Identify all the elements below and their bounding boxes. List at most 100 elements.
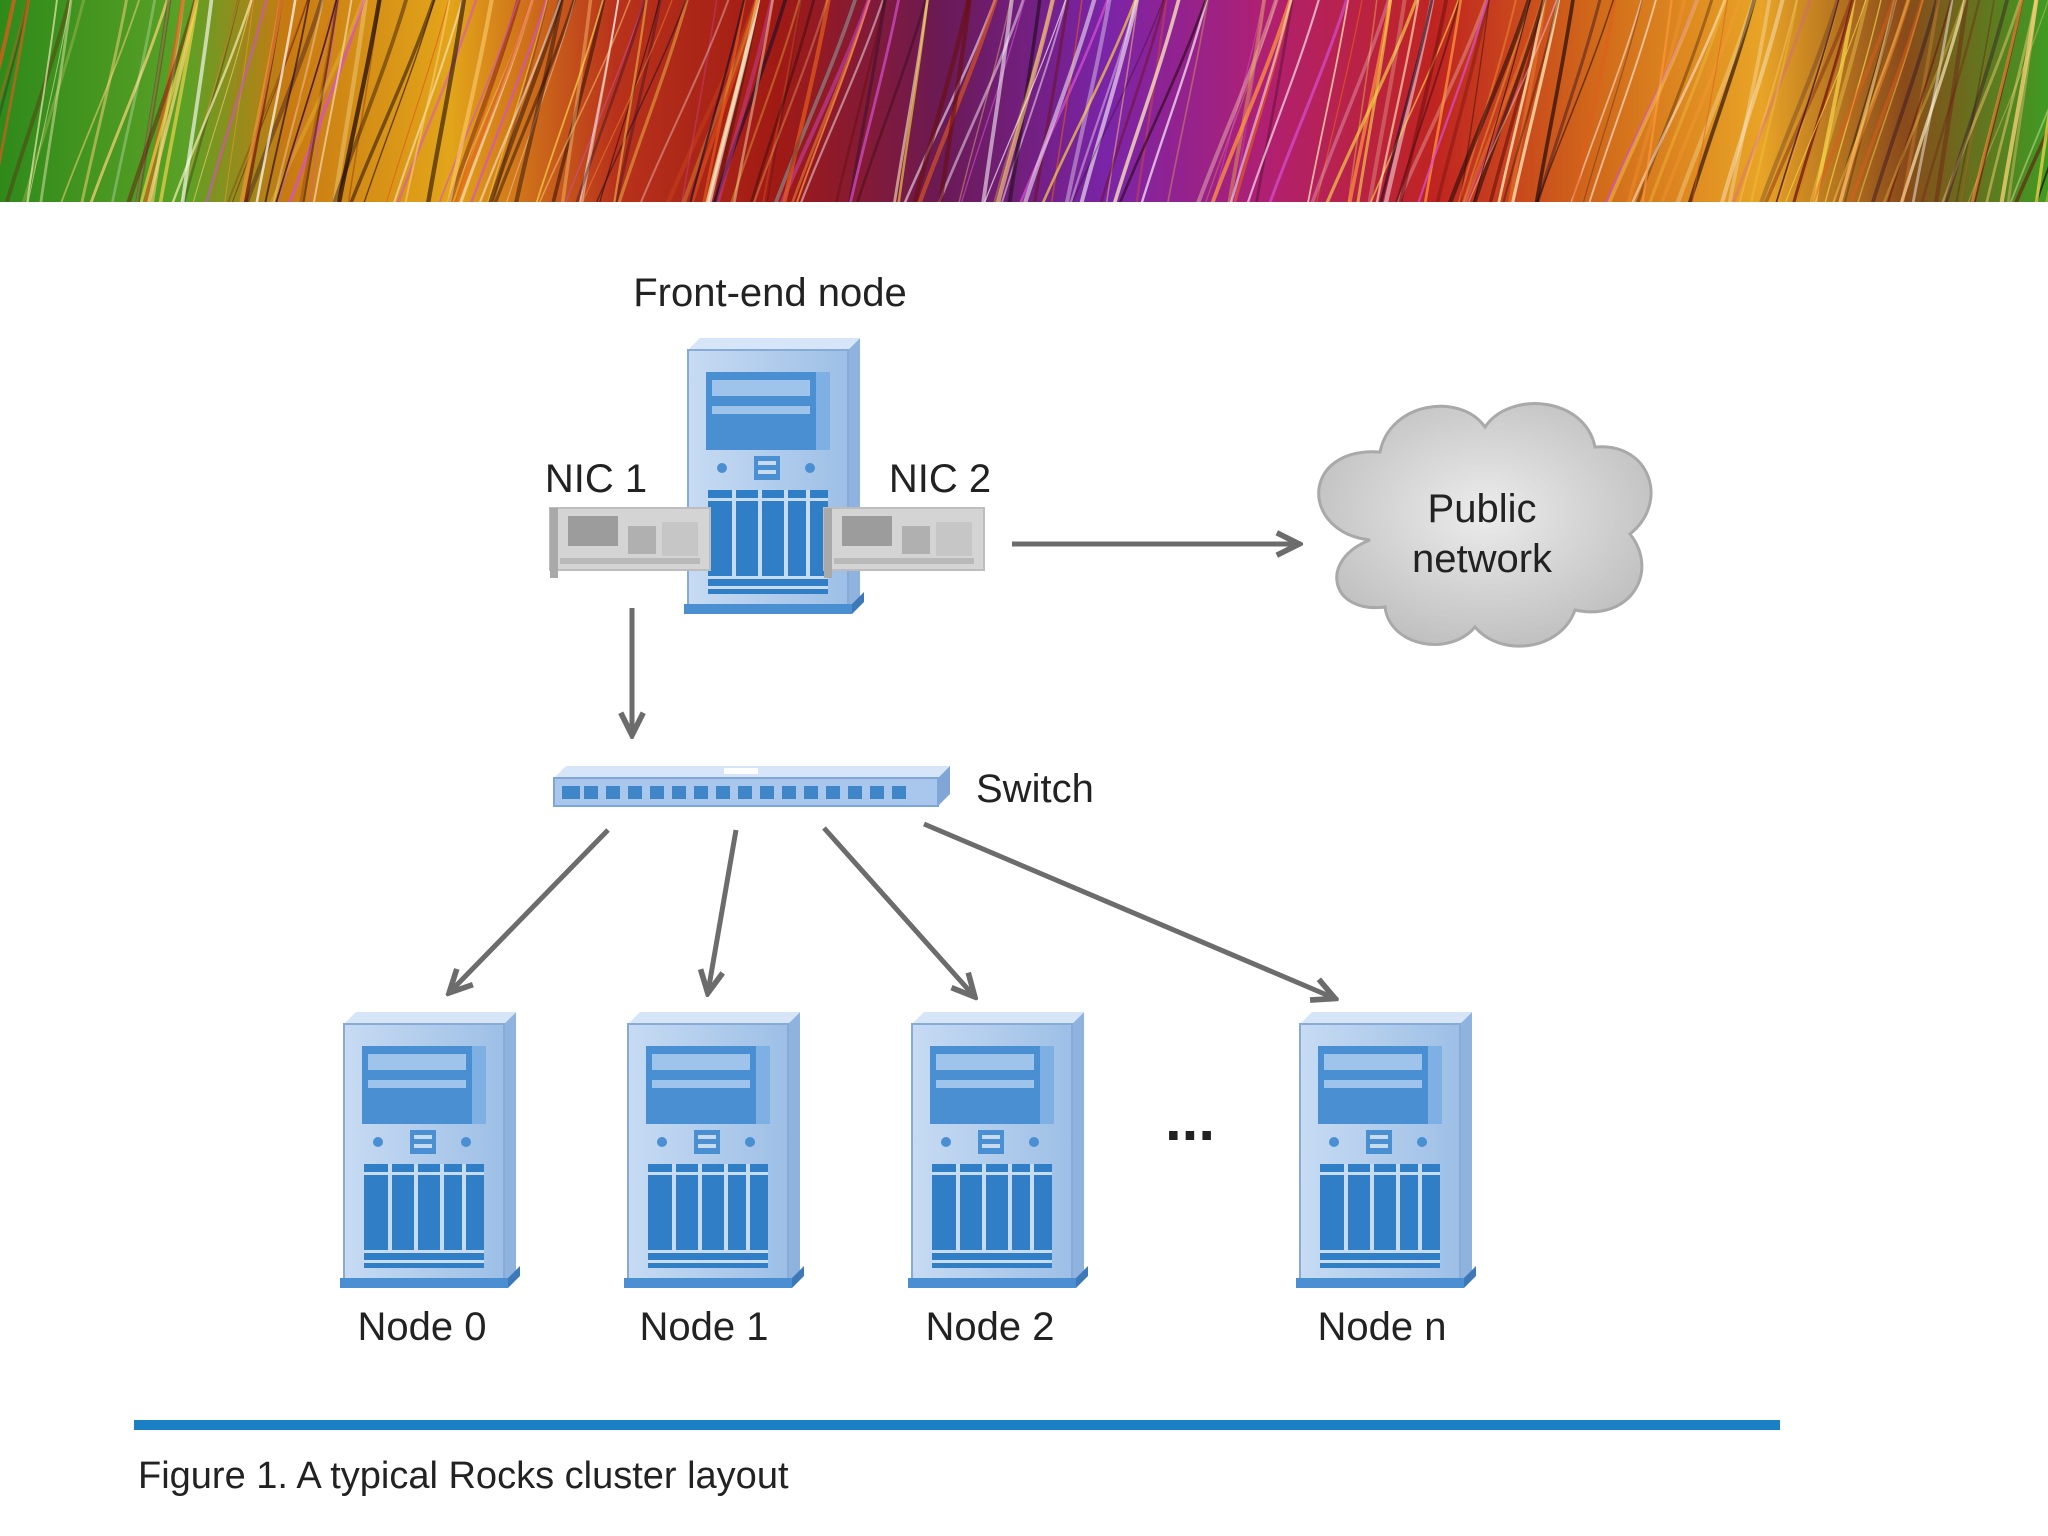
banner-strand [363, 0, 435, 202]
banner-strand [2009, 108, 2048, 202]
banner-strand [1824, 0, 1882, 202]
banner-strand [27, 0, 71, 202]
banner-strand [1497, 0, 1546, 202]
banner-strand [1660, 0, 1742, 202]
banner-strand [239, 0, 284, 202]
banner-strand [1473, 0, 1531, 202]
banner-strand [1398, 0, 1449, 202]
banner-strand [1001, 0, 1068, 202]
banner-strand [1970, 0, 2024, 202]
banner-strand [1316, 0, 1363, 202]
banner-strand [1809, 0, 1869, 202]
banner-strand [1764, 0, 1854, 202]
banner-strand [1641, 0, 1673, 202]
banner-strand [135, 0, 171, 202]
banner-strand [275, 0, 338, 202]
banner-strand [438, 0, 519, 202]
banner-strand [1792, 0, 1855, 202]
banner-strand [1604, 0, 1699, 202]
switch-icon [553, 766, 950, 807]
banner-strand [1370, 0, 1460, 202]
banner-strand [1071, 0, 1165, 202]
switch-port [848, 786, 862, 799]
banner-strand [4, 0, 72, 202]
banner-strand [958, 0, 1012, 202]
banner-strand [1813, 0, 1856, 202]
banner-strand [447, 0, 494, 202]
node-label: Node 2 [926, 1305, 1055, 1349]
banner-strand [1472, 0, 1546, 202]
banner-strand [689, 0, 745, 202]
banner-strand [1911, 0, 1954, 202]
banner-strand [60, 0, 140, 202]
banner-strand [800, 0, 885, 202]
nic1-card-icon [549, 507, 711, 579]
banner-strand [1459, 0, 1490, 202]
banner-strand [912, 0, 971, 202]
banner-strand [0, 0, 30, 168]
banner-strand [782, 0, 831, 202]
banner-strand [1882, 0, 1966, 202]
banner-strand [1356, 0, 1393, 202]
banner-strand [158, 0, 199, 202]
banner-strand [258, 0, 337, 202]
banner-strand [478, 0, 562, 202]
banner-strand [1588, 0, 1657, 202]
banner-strand [681, 0, 760, 202]
banner-strand [1536, 0, 1615, 202]
banner-strand [773, 0, 858, 202]
banner-strand [1796, 0, 1854, 202]
banner-strand [1113, 0, 1181, 202]
banner-strand [1050, 0, 1083, 202]
banner-strand [1395, 0, 1461, 202]
banner-strand [1196, 0, 1279, 202]
banner-strand [0, 0, 30, 118]
banner-strand [1871, 0, 1939, 202]
banner-strand [937, 0, 1025, 202]
banner-strand [665, 0, 759, 202]
banner-strand [1367, 0, 1407, 202]
compute-node-0: Node 0 [339, 1011, 521, 1349]
banner-strand [1832, 0, 1910, 202]
compute-node-1: Node 1 [623, 1011, 805, 1349]
banner-strand [244, 0, 324, 202]
switch-port [650, 786, 664, 799]
banner-strand [1229, 0, 1293, 202]
banner-strand [1465, 0, 1558, 202]
switch-port [870, 786, 884, 799]
banner-strand [1325, 0, 1418, 202]
banner-strand [1041, 0, 1137, 202]
banner-strand [288, 0, 366, 202]
banner-strand [1960, 0, 1995, 202]
banner-strand [454, 0, 535, 202]
switch-port [760, 786, 774, 799]
banner-strand [835, 0, 886, 202]
banner-strand [180, 0, 214, 202]
banner-strand [386, 0, 450, 202]
cluster-diagram: Front-end node NIC 1 NIC 2 Public networ… [0, 202, 2048, 1536]
banner-strand [1648, 0, 1728, 202]
switch-port [694, 786, 708, 799]
banner-strand [1099, 0, 1166, 202]
banner-strand [1246, 0, 1320, 202]
nic2-label: NIC 2 [889, 457, 991, 501]
banner-strand [39, 0, 73, 202]
banner-strand [255, 0, 297, 202]
banner-strand [514, 0, 564, 202]
banner-strand [613, 0, 648, 202]
banner-strand [1205, 0, 1278, 202]
banner-strand [614, 0, 662, 202]
server-icon [907, 1011, 1089, 1289]
banner-strand [312, 0, 353, 202]
front-end-node-label: Front-end node [633, 271, 907, 315]
banner-strand [135, 0, 172, 202]
banner-strand [2035, 166, 2048, 202]
network-switch: Switch [553, 766, 1094, 811]
banner-strand [1210, 0, 1293, 202]
banner-strand [1810, 0, 1896, 202]
banner-strand [617, 0, 689, 202]
banner-strand [1423, 0, 1463, 202]
banner-strand [426, 0, 467, 202]
banner-strand [1379, 0, 1434, 202]
banner-strand [1999, 0, 2039, 202]
